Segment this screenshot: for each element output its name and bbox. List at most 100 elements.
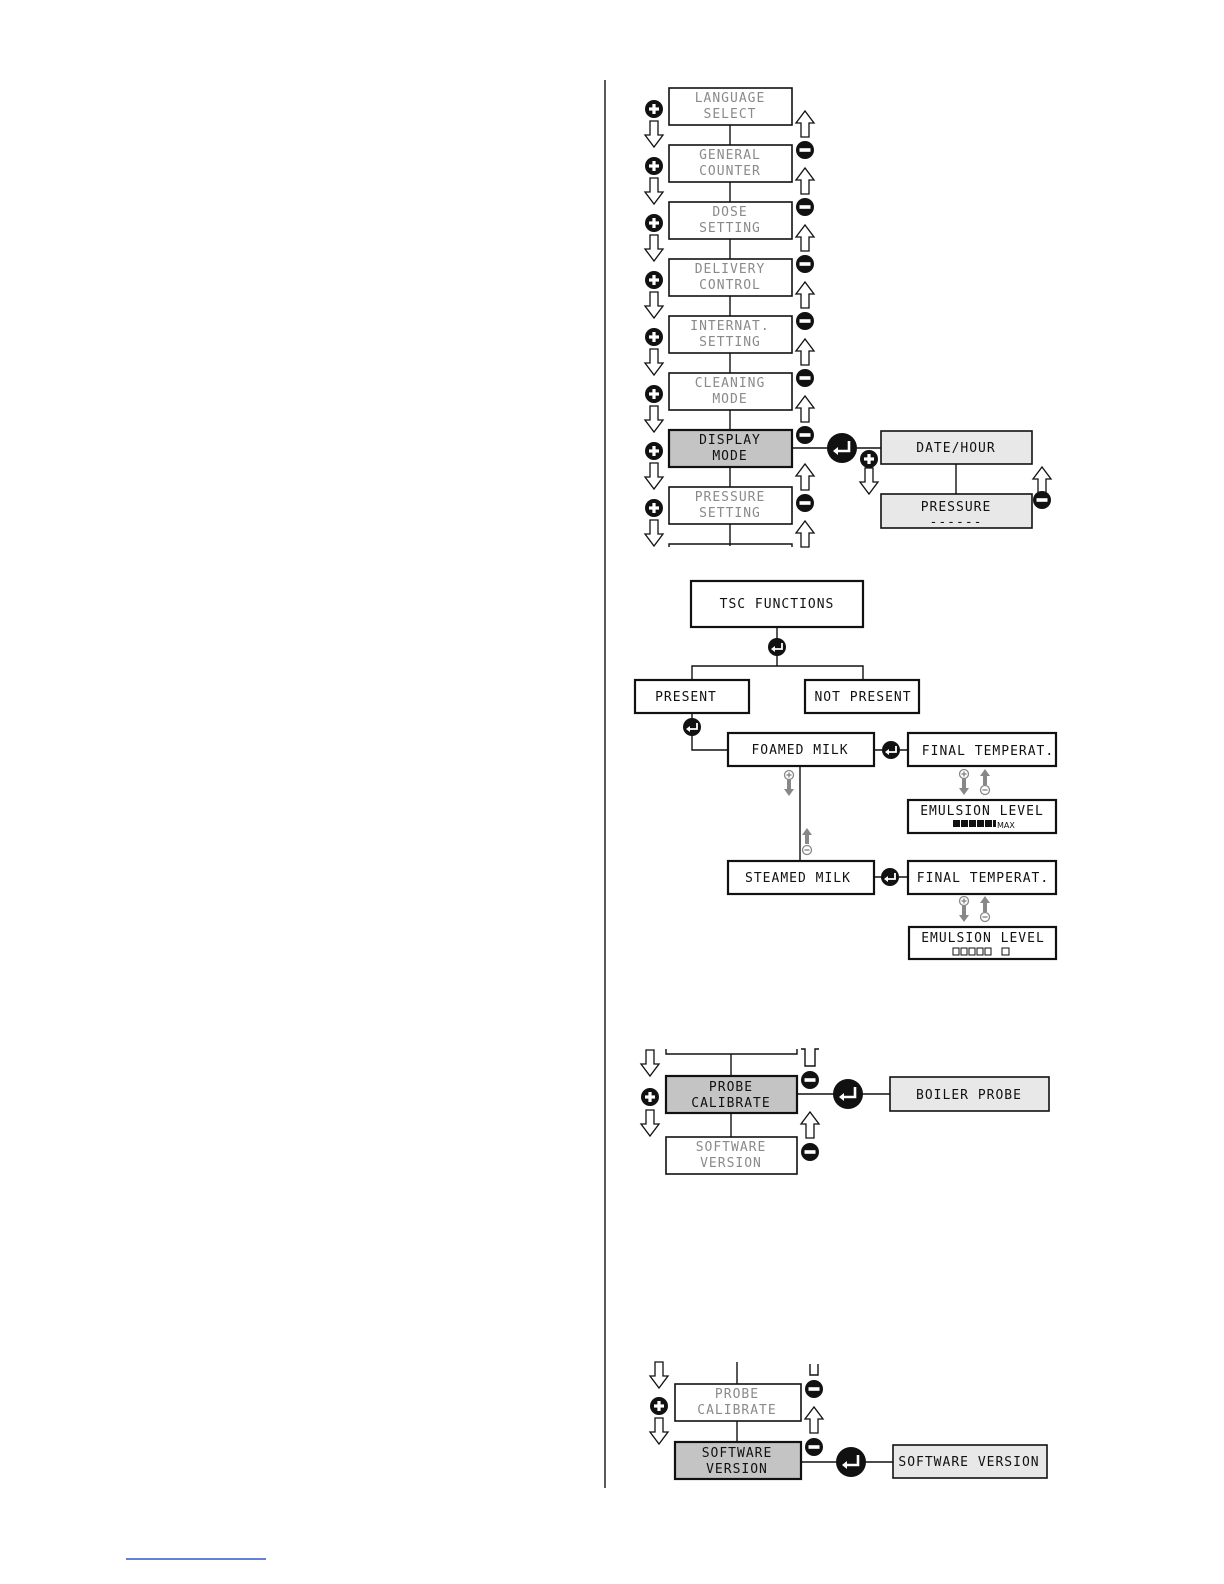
menu-item-display-mode[interactable]: DISPLAY MODE <box>667 428 794 469</box>
tsc-functions-box[interactable]: TSC FUNCTIONS <box>689 579 865 629</box>
minus-up-controls <box>795 110 815 548</box>
enter-icon[interactable] <box>831 1077 865 1111</box>
emulsion-level-bar-filled <box>953 820 996 827</box>
steamed-milk-option[interactable]: STEAMED MILK <box>726 859 876 896</box>
software-version-item[interactable]: SOFTWARE VERSION <box>665 1136 798 1175</box>
minus-icon <box>805 1380 823 1398</box>
enter-icon <box>881 740 901 760</box>
software-version-item[interactable]: SOFTWARE VERSION <box>673 1440 803 1481</box>
svg-text:PRESSURE: PRESSURE <box>921 500 992 515</box>
enter-icon <box>682 717 702 737</box>
svg-text:DATE/HOUR: DATE/HOUR <box>916 441 995 456</box>
probe-calibrate-item[interactable]: PROBE CALIBRATE <box>674 1383 802 1422</box>
emulsion-level-bar-empty <box>952 947 1010 956</box>
svg-text:PROBE: PROBE <box>715 1387 759 1402</box>
minus-icon <box>801 1143 819 1161</box>
svg-text:GENERAL: GENERAL <box>699 148 761 163</box>
arrow-up-icon <box>980 896 990 912</box>
svg-text:DOSE: DOSE <box>712 205 747 220</box>
minus-icon <box>796 255 814 273</box>
menu-item-dose-setting[interactable]: DOSE SETTING <box>668 201 793 240</box>
boiler-probe-box[interactable]: BOILER PROBE <box>889 1076 1050 1112</box>
plus-icon <box>645 385 663 403</box>
svg-text:VERSION: VERSION <box>700 1156 762 1171</box>
present-option[interactable]: PRESENT <box>633 678 751 715</box>
plus-icon <box>645 442 663 460</box>
emulsion-level-box-2[interactable]: EMULSION LEVEL <box>907 925 1058 961</box>
arrow-down-icon <box>959 906 969 922</box>
minus-icon <box>796 426 814 444</box>
arrow-up-icon <box>795 281 815 309</box>
minus-icon <box>796 494 814 512</box>
arrow-down-icon <box>644 234 664 262</box>
svg-text:PROBE: PROBE <box>709 1080 753 1095</box>
foamed-milk-option[interactable]: FOAMED MILK <box>726 731 876 768</box>
menu-item-pressure-setting[interactable]: PRESSURE SETTING <box>668 486 793 525</box>
svg-text:CLEANING: CLEANING <box>695 376 766 391</box>
arrow-up-icon <box>800 1111 820 1139</box>
plus-icon <box>645 157 663 175</box>
arrow-up-icon <box>795 463 815 491</box>
menu-item-general-counter[interactable]: GENERAL COUNTER <box>668 144 793 183</box>
svg-text:VERSION: VERSION <box>706 1462 768 1477</box>
svg-text:CONTROL: CONTROL <box>699 278 761 293</box>
probe-calibrate-section: PROBE CALIBRATE SOFTWARE VERSION BOILER … <box>640 1048 1050 1175</box>
enter-icon <box>767 637 787 657</box>
arrow-down-icon <box>784 780 794 796</box>
arrow-down-icon <box>959 779 969 795</box>
svg-text:INTERNAT.: INTERNAT. <box>690 319 769 334</box>
minus-icon <box>1033 491 1051 509</box>
probe-calibrate-item[interactable]: PROBE CALIBRATE <box>664 1074 799 1115</box>
enter-icon[interactable] <box>825 431 859 465</box>
not-present-option[interactable]: NOT PRESENT <box>803 678 921 715</box>
minus-icon <box>801 844 813 856</box>
software-version-result-box[interactable]: SOFTWARE VERSION <box>892 1444 1048 1479</box>
plus-icon <box>645 271 663 289</box>
arrow-down-icon <box>644 177 664 205</box>
arrow-up-icon <box>1032 466 1052 494</box>
menu-item-cleaning-mode[interactable]: CLEANING MODE <box>668 372 793 411</box>
svg-text:CALIBRATE: CALIBRATE <box>697 1403 776 1418</box>
enter-icon[interactable] <box>834 1445 868 1479</box>
plus-icon <box>860 450 878 468</box>
submenu-pressure[interactable]: PRESSURE ------ <box>880 493 1033 530</box>
svg-text:DELIVERY: DELIVERY <box>695 262 766 277</box>
svg-text:CALIBRATE: CALIBRATE <box>691 1096 770 1111</box>
arrow-up-icon <box>802 828 812 844</box>
menu-list-section: LANGUAGE SELECT GENERAL COUNTER DOSE SET… <box>644 87 1052 548</box>
arrow-down-icon <box>644 120 664 148</box>
final-temperature-box-1[interactable]: FINAL TEMPERAT. <box>906 731 1058 768</box>
minus-icon <box>796 141 814 159</box>
arrow-down-icon <box>644 462 664 490</box>
plus-icon <box>783 769 795 781</box>
svg-text:EMULSION LEVEL: EMULSION LEVEL <box>921 931 1045 946</box>
menu-item-internat-setting[interactable]: INTERNAT. SETTING <box>668 315 793 354</box>
minus-icon <box>801 1071 819 1089</box>
arrow-down-icon <box>640 1049 660 1077</box>
minus-icon <box>979 784 991 796</box>
svg-text:FOAMED MILK: FOAMED MILK <box>751 743 848 758</box>
final-temperature-box-2[interactable]: FINAL TEMPERAT. <box>906 859 1058 896</box>
minus-icon <box>805 1438 823 1456</box>
arrow-up-icon <box>804 1406 824 1434</box>
plus-icon <box>958 895 970 907</box>
svg-text:TSC FUNCTIONS: TSC FUNCTIONS <box>720 597 835 612</box>
svg-text:PRESENT: PRESENT <box>655 690 717 705</box>
submenu-date-hour[interactable]: DATE/HOUR <box>880 430 1033 465</box>
emulsion-level-box-1[interactable]: EMULSION LEVEL MAX <box>906 798 1058 835</box>
arrow-up-icon <box>795 520 815 548</box>
menu-item-language-select[interactable]: LANGUAGE SELECT <box>668 87 793 126</box>
svg-text:COUNTER: COUNTER <box>699 164 761 179</box>
svg-text:STEAMED MILK: STEAMED MILK <box>745 871 851 886</box>
menu-item-delivery-control[interactable]: DELIVERY CONTROL <box>668 258 793 297</box>
svg-text:SETTING: SETTING <box>699 221 761 236</box>
enter-icon <box>880 867 900 887</box>
svg-text:SETTING: SETTING <box>699 335 761 350</box>
arrow-up-icon <box>795 110 815 138</box>
svg-text:SETTING: SETTING <box>699 506 761 521</box>
svg-text:MAX: MAX <box>997 821 1015 830</box>
plus-icon <box>645 214 663 232</box>
arrow-down-icon <box>644 405 664 433</box>
svg-text:PRESSURE: PRESSURE <box>695 490 766 505</box>
